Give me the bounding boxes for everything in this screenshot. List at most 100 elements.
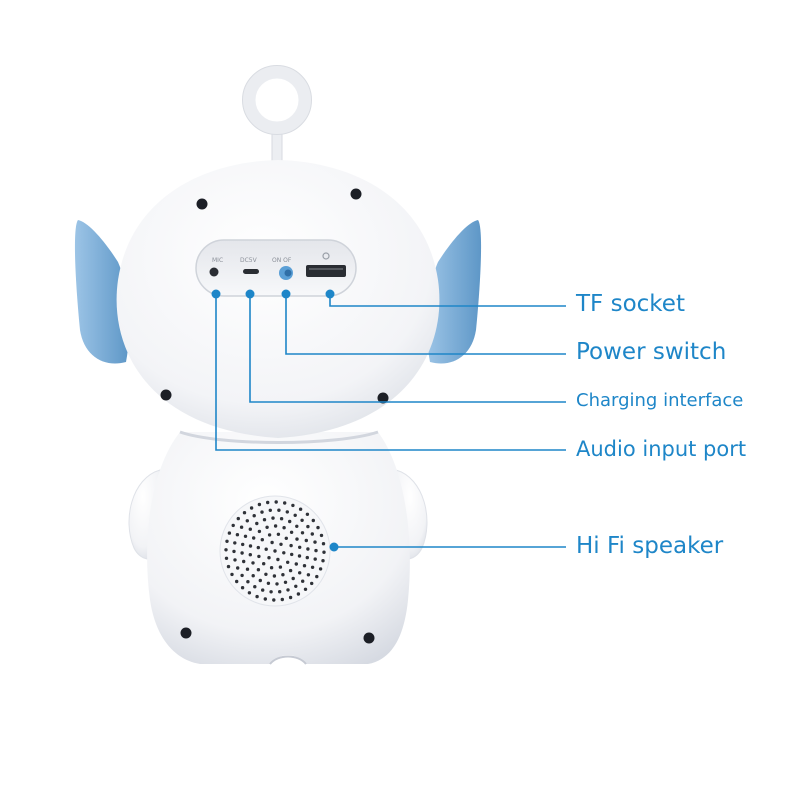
speaker-hole — [318, 567, 323, 571]
speaker-hole — [322, 550, 326, 554]
speaker-hole — [278, 565, 283, 569]
speaker-hole — [288, 519, 292, 524]
speaker-hole — [248, 553, 252, 557]
speaker-hole — [283, 580, 288, 584]
speaker-hole — [252, 514, 256, 518]
dc-port-label: DC5V — [240, 257, 258, 264]
speaker-hole — [310, 565, 315, 569]
speaker-hole — [281, 573, 285, 577]
speaker-hole — [262, 518, 267, 522]
speaker-hole — [226, 564, 231, 569]
speaker-hole — [264, 572, 268, 576]
speaker-hole — [236, 566, 240, 570]
speaker-hole — [255, 521, 259, 526]
speaker-hole — [241, 542, 245, 547]
left-ear — [74, 220, 130, 364]
speaker-hole — [306, 547, 310, 551]
speaker-hole — [260, 538, 264, 542]
speaker-hole — [300, 518, 304, 522]
speaker-hole — [267, 533, 272, 537]
speaker-hole — [258, 578, 262, 583]
speaker-hole — [249, 506, 254, 510]
speaker-hole — [276, 532, 281, 536]
speaker-hole — [273, 524, 278, 528]
speaker-hole — [257, 529, 262, 534]
speaker-hole — [256, 545, 260, 550]
speaker-hole — [266, 581, 271, 585]
speaker-hole — [310, 581, 314, 586]
speaker-hole — [321, 542, 326, 546]
speaker-hole — [262, 562, 266, 566]
speaker-hole — [279, 542, 283, 546]
speaker-hole — [306, 524, 310, 529]
screw-holes — [160, 188, 389, 644]
speaker-hole — [301, 579, 305, 583]
speaker-hole — [273, 549, 277, 553]
speaker-hole — [267, 556, 271, 560]
speaker-hole — [306, 573, 311, 577]
speaker-hole — [235, 579, 239, 584]
speaker-hole — [270, 540, 274, 545]
speaker-hole — [240, 586, 245, 590]
speaker-hole — [294, 584, 298, 588]
speaker-hole — [305, 512, 310, 516]
speaker-hole — [235, 533, 240, 537]
speaker-hole — [247, 591, 252, 595]
speaker-hole — [298, 545, 302, 549]
speaker-hole — [242, 559, 246, 564]
speaker-hole — [253, 585, 257, 589]
speaker-hole — [285, 510, 289, 514]
speaker-hole — [245, 567, 250, 571]
speaker-hole — [291, 503, 295, 508]
speaker-hole — [272, 598, 276, 602]
speaker-hole — [257, 502, 262, 507]
speaker-hole — [269, 590, 273, 594]
right-ear — [426, 220, 482, 364]
speaker-hole — [230, 572, 234, 577]
audio-input-leader — [211, 289, 566, 451]
speaker-hole — [288, 568, 293, 573]
audio-input-port-label: Audio input port — [576, 437, 747, 461]
speaker-hole — [224, 548, 228, 552]
speaker-hole — [275, 582, 279, 586]
speaker-hole — [286, 588, 290, 592]
speaker-hole — [282, 551, 286, 555]
speaker-hole — [280, 597, 284, 602]
charging-interface-label: Charging interface — [576, 390, 744, 411]
speaker-hole — [269, 566, 274, 570]
speaker-hole — [252, 536, 256, 540]
speaker-hole — [239, 525, 244, 529]
speaker-hole — [274, 500, 278, 504]
power-switch-label: Power switch — [576, 339, 727, 365]
speaker-hole — [302, 564, 307, 568]
speaker-hole — [248, 527, 252, 531]
speaker-hole — [265, 525, 269, 529]
speaker-hole — [296, 592, 301, 596]
speaker-hole — [279, 517, 284, 521]
speaker-hole — [257, 554, 261, 559]
speaker-hole — [271, 516, 275, 520]
speaker-leader — [329, 542, 566, 552]
port-panel: MIC DC5V ON OF — [195, 239, 357, 297]
speaker-hole — [291, 576, 295, 581]
speaker-hole — [272, 574, 277, 578]
speaker-hole — [240, 551, 244, 555]
speaker-hole — [289, 543, 293, 548]
robot-head — [116, 160, 440, 444]
mic-port-label: MIC — [212, 257, 223, 264]
speaker-hole — [242, 511, 247, 515]
speaker-hole — [256, 568, 261, 572]
speaker-hole — [305, 555, 309, 560]
speaker-hole — [251, 574, 255, 578]
speaker-hole — [297, 554, 302, 558]
speaker-hole — [321, 559, 325, 563]
speaker-hole — [300, 531, 305, 535]
speaker-hole — [319, 533, 324, 538]
speaker-hole — [263, 597, 267, 601]
speaker-hole — [236, 516, 240, 521]
speaker-hole — [286, 560, 290, 564]
speaker-hole — [310, 532, 314, 536]
speaker-hole — [284, 536, 288, 540]
speaker-hole — [268, 508, 272, 512]
